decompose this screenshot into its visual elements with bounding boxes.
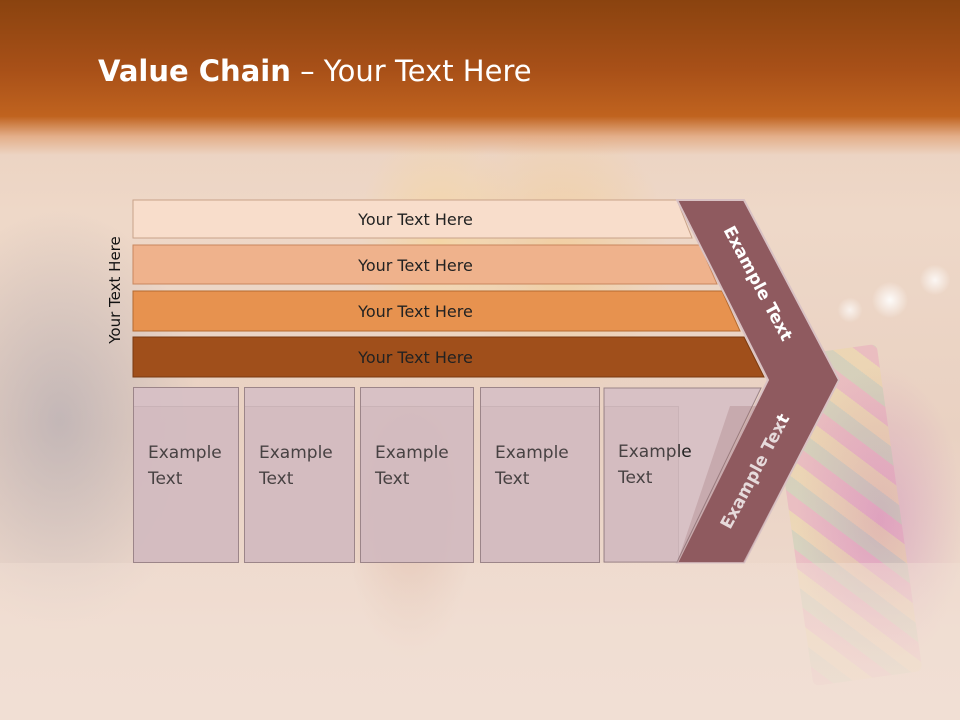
column-1-line2: Text: [148, 469, 183, 489]
column-4-line2: Text: [495, 469, 530, 489]
column-2-line2: Text: [259, 469, 294, 489]
bar-4[interactable]: Your Text Here: [133, 338, 698, 376]
reflection-fade: [0, 563, 960, 720]
column-5[interactable]: Example Text: [604, 387, 704, 563]
column-4-line1: Example: [495, 443, 569, 463]
column-5-shape: [603, 387, 762, 563]
column-5-line1: Example: [618, 442, 692, 462]
column-3-line2: Text: [375, 469, 410, 489]
column-2[interactable]: Example Text: [244, 387, 355, 563]
bar-1-shape: [132, 199, 693, 239]
bar-4-shape: [132, 336, 765, 378]
bar-2-label: Your Text Here: [358, 255, 473, 275]
column-3[interactable]: Example Text: [360, 387, 474, 563]
column-2-line1: Example: [259, 443, 333, 463]
bar-2[interactable]: Your Text Here: [133, 246, 698, 284]
column-3-line1: Example: [375, 443, 449, 463]
column-4[interactable]: Example Text: [480, 387, 600, 563]
slide-title[interactable]: Value Chain – Your Text Here: [98, 54, 532, 88]
bar-3-shape: [132, 290, 741, 332]
column-1[interactable]: Example Text: [133, 387, 239, 563]
column-1-line1: Example: [148, 443, 222, 463]
title-bold: Value Chain: [98, 54, 291, 88]
bar-3[interactable]: Your Text Here: [133, 292, 698, 330]
bar-1[interactable]: Your Text Here: [133, 200, 698, 238]
column-5-line2: Text: [618, 468, 653, 488]
title-banner: [0, 0, 960, 155]
bar-2-shape: [132, 244, 718, 285]
bar-1-label: Your Text Here: [358, 209, 473, 229]
bar-4-label: Your Text Here: [358, 347, 473, 367]
bar-3-label: Your Text Here: [358, 301, 473, 321]
title-rest: – Your Text Here: [290, 54, 532, 88]
